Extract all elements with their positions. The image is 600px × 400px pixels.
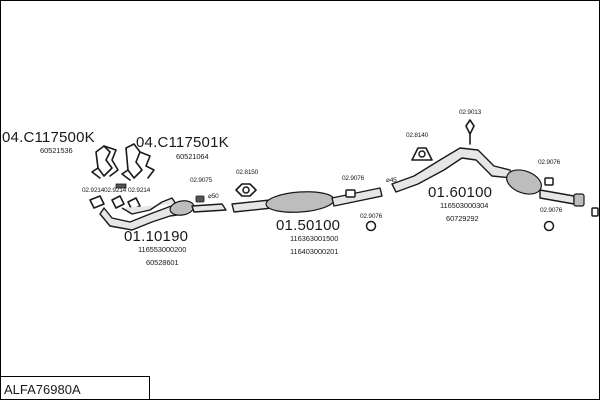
middle-silencer-part[interactable] xyxy=(231,187,383,214)
middle-silencer-ref2: 116403000201 xyxy=(290,247,339,256)
manifold-left-part[interactable] xyxy=(91,145,119,179)
fitting-8140-label: 02.8140 xyxy=(406,132,429,139)
fitting-9076-d-label: 02.9076 xyxy=(540,207,563,214)
rear-silencer-part[interactable] xyxy=(391,147,585,207)
middle-silencer-code: 01.50100 xyxy=(276,217,341,234)
rear-silencer-ref1: 116503000304 xyxy=(440,201,489,210)
front-pipe-code: 01.10190 xyxy=(124,228,189,245)
hanger-9013[interactable] xyxy=(465,119,475,145)
manifold-left-code: 04.C117500K xyxy=(2,129,95,146)
fitting-92214-b-label: 02.9214 xyxy=(104,187,127,194)
diameter-50-label: ⌀50 xyxy=(208,193,219,200)
fitting-9075-label: 02.9075 xyxy=(190,177,213,184)
front-pipe-part[interactable] xyxy=(99,197,227,231)
gasket-92214-a[interactable] xyxy=(89,195,105,209)
fitting-8150-label: 02.8150 xyxy=(236,169,259,176)
fitting-92214-a-label: 02.9214 xyxy=(82,187,105,194)
rear-silencer-code: 01.60100 xyxy=(428,184,493,201)
fitting-9076-c-label: 02.9076 xyxy=(538,159,561,166)
end-clamp[interactable] xyxy=(591,207,599,217)
rear-silencer-ref2: 60729292 xyxy=(446,214,479,223)
rubber-mount-8140[interactable] xyxy=(411,147,433,161)
fitting-9076-b-label: 02.9076 xyxy=(360,213,383,220)
fitting-9076-a-label: 02.9076 xyxy=(342,175,365,182)
clamp-9076-d[interactable] xyxy=(543,220,555,232)
front-pipe-ref1: 116553000200 xyxy=(138,245,187,254)
gasket-92214-c[interactable] xyxy=(127,197,141,211)
clamp-9076-c[interactable] xyxy=(544,177,554,186)
middle-silencer-ref1: 116363001500 xyxy=(290,234,339,243)
manifold-right-code: 04.C117501K xyxy=(136,134,229,151)
clamp-9076-a[interactable] xyxy=(345,189,356,198)
gasket-92214-b[interactable] xyxy=(111,183,127,209)
clamp-9076-b[interactable] xyxy=(365,220,377,232)
clamp-9075[interactable] xyxy=(195,195,205,203)
hanger-8150[interactable] xyxy=(235,183,257,197)
manifold-right-part[interactable] xyxy=(121,143,155,181)
fitting-92214-c-label: 02.9214 xyxy=(128,187,151,194)
manifold-right-ref: 60521064 xyxy=(176,152,209,161)
title-box: ALFA76980A xyxy=(0,376,150,399)
diagram-title: ALFA76980A xyxy=(4,382,81,397)
diameter-45-label: ⌀45 xyxy=(386,177,397,184)
front-pipe-ref2: 60528601 xyxy=(146,258,179,267)
fitting-9013-label: 02.9013 xyxy=(459,109,482,116)
manifold-left-ref: 60521536 xyxy=(40,146,73,155)
